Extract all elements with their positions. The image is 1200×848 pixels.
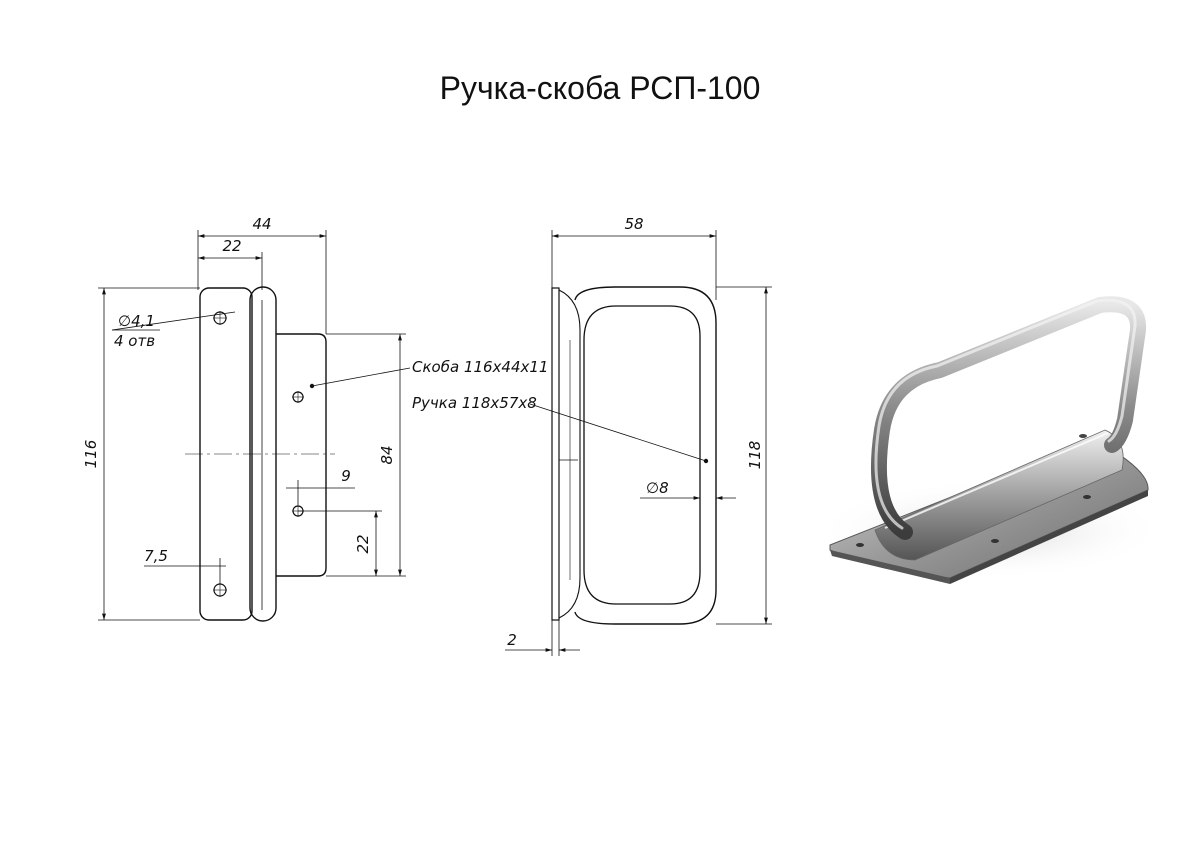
front-view-dimensions: 58 118 ∅8 2 Ручка 118х57х8: [412, 215, 764, 649]
side-bracket: [276, 333, 327, 577]
dim-width-58: 58: [624, 215, 643, 233]
label-handle: Ручка 118х57х8: [412, 394, 537, 412]
drawing-title: Ручка-скоба РСП-100: [439, 70, 761, 106]
side-view: [98, 230, 411, 622]
dim-hole-count: 4 отв: [114, 332, 155, 350]
dim-hole-diameter: ∅4,1: [118, 312, 155, 330]
dim-thickness-2: 2: [507, 631, 517, 649]
label-bracket: Скоба 116х44х11: [412, 358, 548, 376]
render-handle-rod: [870, 296, 1147, 540]
front-handle-inner: [583, 305, 701, 605]
side-view-dimensions: 44 22 116 84 22 9 7,5 ∅4,1 4 отв Скоба 1…: [82, 215, 548, 565]
dim-offset-9: 9: [341, 467, 351, 485]
dim-height-118: 118: [746, 441, 764, 470]
front-handle-outer: [574, 286, 717, 625]
front-view: [505, 230, 772, 656]
dim-offset-22: 22: [354, 534, 372, 553]
dim-width-44: 44: [252, 215, 271, 233]
dim-rod-diameter: ∅8: [646, 479, 669, 497]
dim-height-116: 116: [82, 440, 100, 469]
front-plate: [551, 287, 560, 621]
isometric-render: [815, 296, 1165, 584]
dim-width-22: 22: [222, 237, 241, 255]
dim-edge-7-5: 7,5: [144, 547, 168, 565]
dim-spacing-84: 84: [378, 445, 396, 464]
